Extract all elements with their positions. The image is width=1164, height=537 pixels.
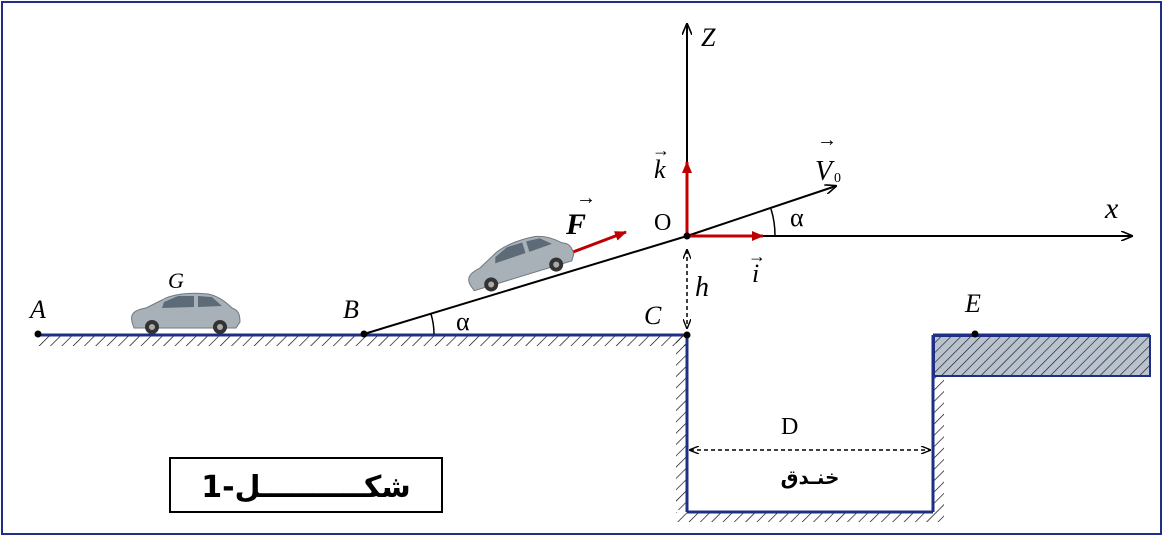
point-a	[34, 330, 42, 338]
label-a: A	[28, 295, 46, 324]
figure-caption: شكــــــــــل-1	[201, 470, 411, 505]
label-v0: V	[815, 156, 835, 187]
trench-right-wall-hatch	[934, 376, 944, 512]
label-c: C	[644, 301, 662, 330]
point-e	[971, 330, 979, 338]
platform-e	[933, 335, 1151, 377]
trench-label: خنـدق	[781, 465, 840, 489]
label-alpha-b: α	[456, 307, 470, 336]
label-i-arrow: →	[748, 246, 766, 266]
label-f: F	[565, 208, 586, 241]
label-x-axis: x	[1104, 192, 1119, 225]
label-k-arrow: →	[652, 140, 670, 160]
label-v0-arrow: →	[817, 129, 837, 151]
label-z-axis: Z	[701, 23, 716, 52]
ground-hatch-left	[38, 336, 687, 346]
point-b	[360, 330, 368, 338]
point-c	[683, 331, 691, 339]
label-v0-subscript: 0	[834, 171, 841, 186]
label-i: i	[752, 259, 759, 288]
car-icon-ground	[131, 292, 241, 334]
trench-bottom-hatch	[676, 512, 944, 522]
v0-vector	[686, 186, 836, 237]
ramp-incline	[363, 235, 688, 335]
label-k: k	[654, 155, 666, 184]
car-icon-ramp	[468, 235, 575, 292]
label-g: G	[168, 268, 184, 293]
label-b: B	[343, 295, 359, 324]
label-h: h	[695, 272, 709, 303]
label-d: D	[781, 414, 798, 440]
angle-arc-o	[770, 208, 776, 237]
angle-arc-b	[430, 313, 435, 335]
label-f-arrow: →	[576, 187, 596, 209]
trench-left-wall-hatch	[676, 336, 686, 510]
point-o	[683, 232, 691, 240]
label-o: O	[654, 210, 671, 236]
label-alpha-o: α	[790, 203, 804, 232]
label-e: E	[964, 289, 981, 318]
caption-box	[169, 457, 443, 513]
